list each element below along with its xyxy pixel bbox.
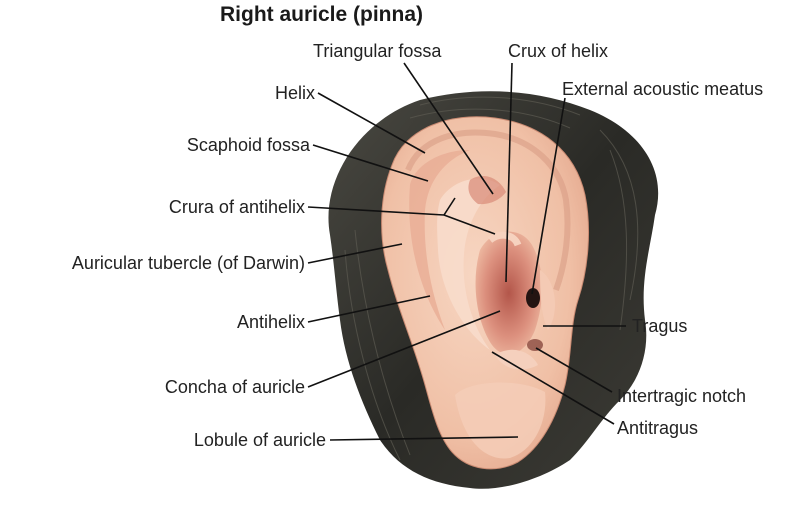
antihelix-ridge <box>437 178 500 350</box>
lobule-shape <box>455 382 546 459</box>
label-crura-of-antihelix: Crura of antihelix <box>168 197 305 217</box>
antitragus-shape <box>495 349 538 370</box>
helix-rim <box>405 129 571 292</box>
concha-shape <box>475 231 543 355</box>
label-triangular-fossa: Triangular fossa <box>313 41 442 61</box>
intertragic-notch-shape <box>527 339 543 351</box>
label-crux-of-helix: Crux of helix <box>508 41 609 61</box>
leader-scaphoid-fossa <box>312 144 429 182</box>
page-title: Right auricle (pinna) <box>220 3 424 26</box>
leader-crux-of-helix <box>505 62 513 283</box>
leader-antihelix <box>307 295 431 323</box>
label-external-acoustic-meatus: External acoustic meatus <box>562 79 764 99</box>
label-antihelix: Antihelix <box>236 312 305 332</box>
leader-crura-2 <box>443 197 456 216</box>
meatus-shape <box>526 288 540 308</box>
leader-antitragus <box>491 351 615 425</box>
leader-lines <box>307 62 626 441</box>
label-antitragus: Antitragus <box>617 418 699 438</box>
leader-external-acoustic-meatus <box>531 97 566 295</box>
label-lobule-of-auricle: Lobule of auricle <box>193 430 326 450</box>
leader-triangular-fossa <box>403 62 494 195</box>
leader-intertragic-notch <box>535 347 613 393</box>
scaphoid-fossa-shape <box>409 150 470 330</box>
crux-shape <box>487 231 522 247</box>
label-tragus: Tragus <box>632 316 688 336</box>
label-helix: Helix <box>274 83 315 103</box>
leader-crura-3 <box>443 214 496 235</box>
label-scaphoid-fossa: Scaphoid fossa <box>186 135 310 155</box>
leader-helix <box>317 92 426 154</box>
leader-lobule <box>329 436 519 441</box>
triangular-fossa-shape <box>468 176 506 205</box>
leader-auricular-tubercle <box>307 243 403 264</box>
hair-strands <box>344 96 639 461</box>
label-intertragic-notch: Intertragic notch <box>617 386 747 406</box>
leader-concha <box>307 310 501 388</box>
tragus-shape <box>540 270 555 330</box>
leader-crura-1 <box>307 206 445 216</box>
label-auricular-tubercle: Auricular tubercle (of Darwin) <box>71 253 305 273</box>
label-concha-of-auricle: Concha of auricle <box>164 377 305 397</box>
